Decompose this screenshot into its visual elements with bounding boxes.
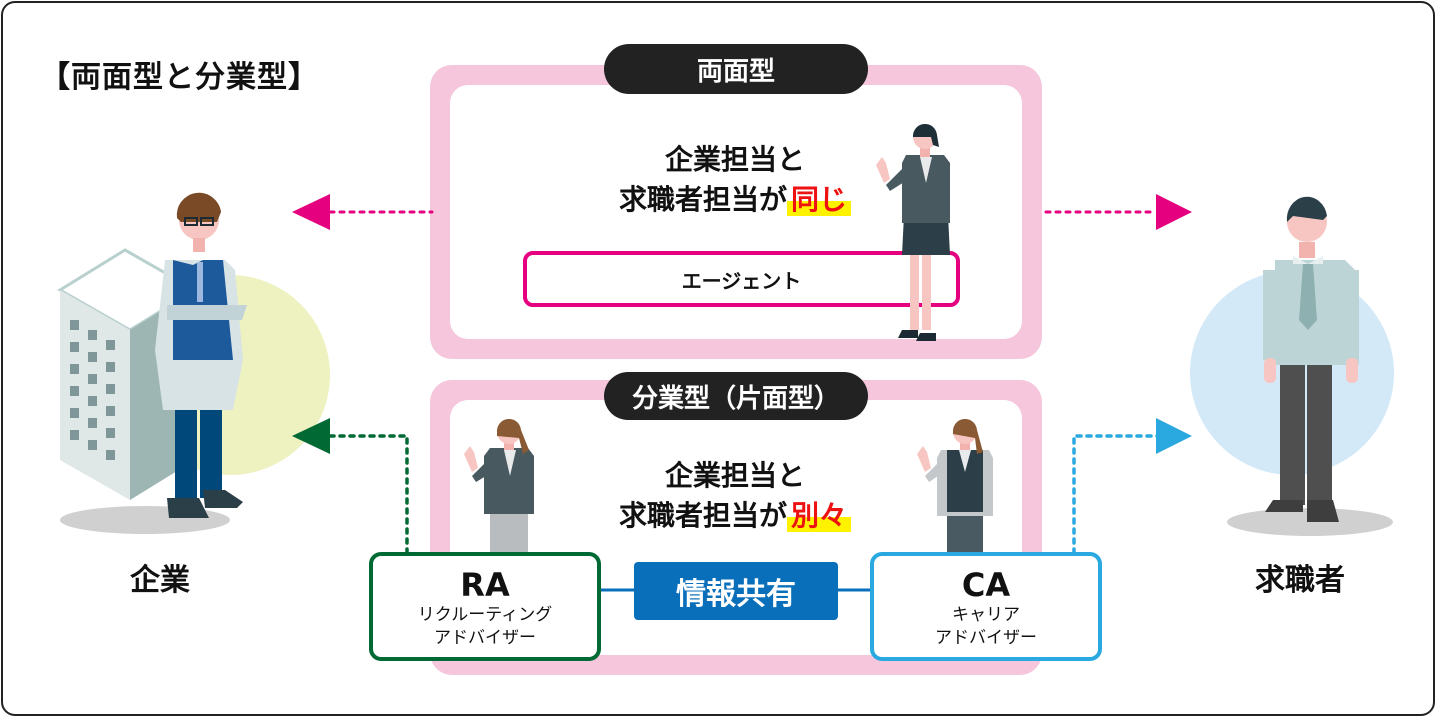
- businessman-icon: [155, 192, 247, 518]
- ryomen-headline-line1: 企業担当と: [664, 143, 805, 176]
- ra-sub1: リクルーティング: [417, 605, 553, 625]
- ra-arrow: [292, 418, 409, 555]
- ca-box: CA キャリア アドバイザー: [870, 552, 1102, 661]
- ryomen-arrow-right: [1044, 194, 1192, 230]
- triangle-left-arrow-icon: [292, 194, 330, 230]
- ryomen-pill: 両面型: [604, 44, 868, 94]
- businesswoman-ca-icon: [917, 418, 993, 560]
- triangle-right-arrow-icon: [1156, 418, 1192, 454]
- ryomen-headline-line2: 求職者担当が同じ: [560, 180, 910, 220]
- building-windows: [70, 320, 115, 460]
- diagram-title: 【両面型と分業型】: [40, 60, 319, 95]
- triangle-right-arrow-icon: [1156, 194, 1192, 230]
- bungyo-headline-line2: 求職者担当が別々: [560, 496, 910, 536]
- ryomen-highlight: 同じ: [787, 183, 852, 216]
- agent-box: エージェント: [523, 251, 960, 307]
- ryomen-arrow-left: [292, 194, 434, 230]
- triangle-left-arrow-icon: [292, 418, 330, 454]
- company-label: 企業: [130, 563, 190, 598]
- jobseeker-illustration: [1190, 196, 1394, 536]
- ryomen-headline: 企業担当と 求職者担当が同じ: [560, 140, 910, 220]
- ca-abbr: CA: [961, 566, 1011, 604]
- businesswoman-ra-icon: [464, 418, 534, 560]
- bungyo-pill: 分業型（片面型）: [604, 372, 868, 420]
- bungyo-highlight: 別々: [787, 499, 852, 532]
- businesswoman-icon: [876, 123, 950, 341]
- bungyo-headline-line1: 企業担当と: [664, 459, 805, 492]
- ca-arrow: [1072, 418, 1192, 555]
- ra-abbr: RA: [460, 566, 510, 604]
- ca-sub2: アドバイザー: [935, 628, 1037, 648]
- ca-sub1: キャリア: [952, 605, 1020, 625]
- bungyo-headline-prefix: 求職者担当が: [618, 499, 787, 532]
- jobseeker-man-icon: [1263, 196, 1359, 522]
- info-share-badge: 情報共有: [634, 562, 838, 620]
- ryomen-headline-prefix: 求職者担当が: [618, 183, 787, 216]
- jobseeker-label: 求職者: [1255, 563, 1345, 598]
- ra-sub2: アドバイザー: [434, 628, 536, 648]
- company-illustration: [57, 192, 330, 534]
- ra-box: RA リクルーティング アドバイザー: [369, 552, 601, 661]
- bungyo-headline: 企業担当と 求職者担当が別々: [560, 456, 910, 536]
